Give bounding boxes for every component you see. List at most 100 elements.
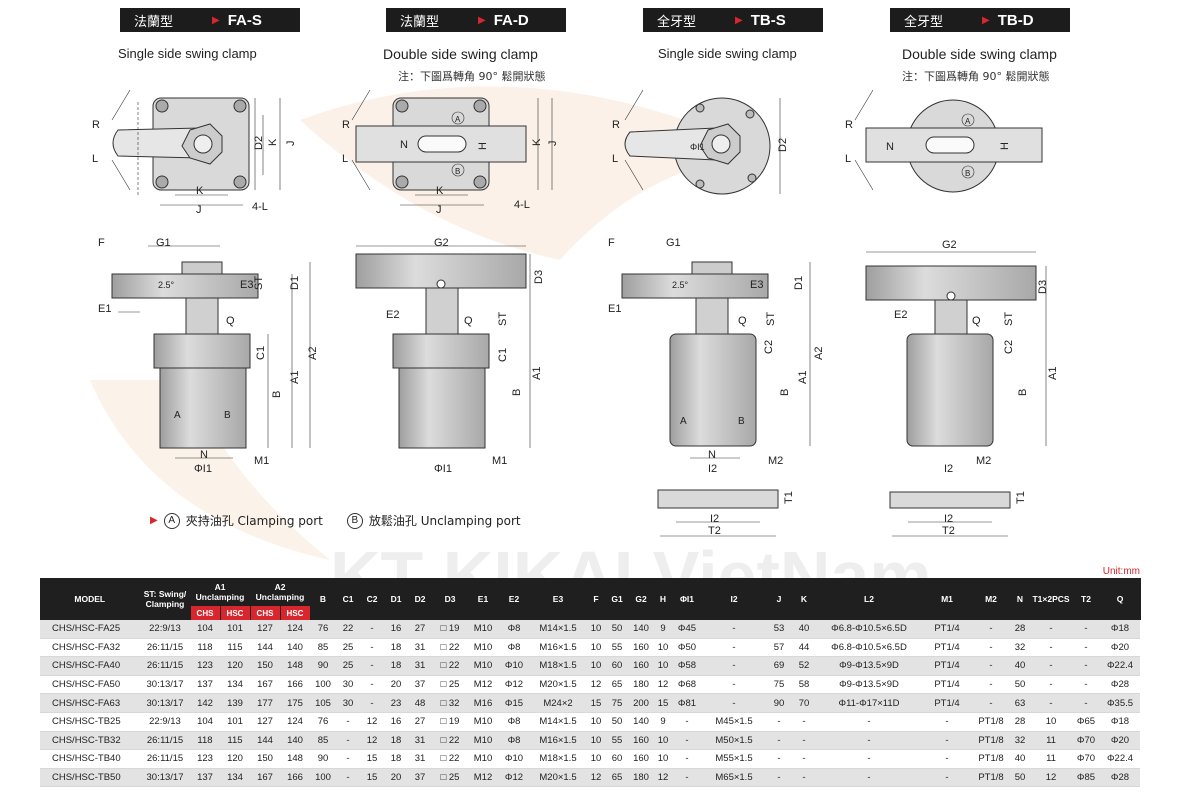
- table-cell: Φ18: [1100, 620, 1140, 639]
- clamping-port-mark: A: [163, 512, 180, 529]
- table-cell: 27: [408, 620, 432, 639]
- table-cell: Φ28: [1100, 675, 1140, 695]
- label-st: ST: [765, 312, 777, 326]
- table-cell: 12: [654, 768, 672, 788]
- table-cell: 140: [628, 712, 654, 732]
- table-cell: 123: [190, 749, 220, 769]
- column-header: D1: [384, 578, 409, 620]
- table-cell: □ 22: [432, 656, 468, 676]
- tb-s-side-view: [621, 261, 811, 537]
- table-cell: Φ10: [498, 749, 530, 769]
- table-cell: Φ45: [672, 620, 702, 639]
- table-cell: 58: [792, 675, 816, 695]
- table-cell: 104: [190, 620, 220, 639]
- table-cell: M10: [468, 656, 498, 676]
- table-cell: -: [922, 731, 972, 751]
- table-cell: 10: [586, 638, 606, 658]
- table-cell: 11: [1030, 749, 1072, 769]
- table-cell: Φ58: [672, 656, 702, 676]
- model-cell: CHS/HSC-TB50: [40, 768, 140, 788]
- label-b: B: [779, 389, 791, 396]
- section-type-cn: 法蘭型: [134, 14, 174, 30]
- table-cell: -: [336, 731, 360, 751]
- table-cell: 127: [250, 712, 280, 732]
- table-cell: 140: [628, 620, 654, 639]
- table-cell: 10: [654, 749, 672, 769]
- table-cell: Φ9-Φ13.5×9D: [816, 656, 922, 676]
- label-e2: E2: [894, 309, 907, 321]
- table-cell: 175: [280, 693, 310, 713]
- table-cell: 100: [310, 768, 336, 788]
- table-cell: M20×1.5: [530, 675, 586, 695]
- table-cell: 167: [250, 768, 280, 788]
- port-a-mark: A: [965, 117, 971, 126]
- table-cell: M14×1.5: [530, 620, 586, 639]
- table-cell: 16: [384, 620, 408, 639]
- table-cell: 166: [280, 768, 310, 788]
- port-a-mark: A: [174, 410, 181, 421]
- section-header-tb-d: 全牙型 ▶ TB-D: [890, 8, 1070, 32]
- table-cell: 160: [628, 656, 654, 676]
- table-cell: 26:11/15: [140, 638, 190, 658]
- table-cell: -: [972, 620, 1010, 639]
- table-cell: PT1/4: [922, 620, 972, 639]
- table-cell: -: [702, 620, 766, 639]
- column-header: H: [654, 578, 673, 620]
- table-cell: PT1/4: [922, 693, 972, 713]
- label-i2: I2: [944, 513, 953, 525]
- column-subheader: CHS: [250, 606, 281, 620]
- column-header: ΦI1: [672, 578, 703, 620]
- label-f: F: [98, 237, 105, 249]
- table-cell: 10: [586, 620, 606, 639]
- label-k: K: [196, 185, 204, 197]
- column-header: K: [792, 578, 817, 620]
- table-cell: 37: [408, 768, 432, 788]
- label-a2: A2: [307, 347, 319, 360]
- table-cell: □ 19: [432, 712, 468, 732]
- table-cell: 52: [792, 656, 816, 676]
- label-st: ST: [1003, 312, 1015, 326]
- table-cell: -: [922, 749, 972, 769]
- table-cell: M10: [468, 749, 498, 769]
- table-cell: 177: [250, 693, 280, 713]
- section-code: FA-S: [227, 11, 262, 29]
- table-cell: 31: [408, 656, 432, 676]
- table-cell: -: [336, 768, 360, 788]
- label-m2: M2: [768, 455, 783, 467]
- table-cell: -: [1030, 620, 1072, 639]
- table-cell: 160: [628, 638, 654, 658]
- table-cell: 76: [310, 712, 336, 732]
- label-t2: T2: [708, 525, 721, 537]
- clamping-port-label: 夾持油孔 Clamping port: [185, 514, 323, 528]
- label-h: H: [477, 142, 489, 150]
- label-t2: T2: [942, 525, 955, 537]
- model-cell: CHS/HSC-FA40: [40, 656, 140, 676]
- table-cell: Φ20: [1100, 731, 1140, 751]
- label-n: N: [400, 139, 408, 151]
- table-cell: -: [1030, 693, 1072, 713]
- table-cell: M18×1.5: [530, 656, 586, 676]
- table-cell: 150: [250, 749, 280, 769]
- table-cell: M16×1.5: [530, 638, 586, 658]
- table-cell: 60: [606, 656, 628, 676]
- table-cell: 60: [606, 749, 628, 769]
- port-b-mark: B: [455, 167, 460, 176]
- table-cell: 30: [336, 675, 360, 695]
- section-title-fa-s: Single side swing clamp: [118, 46, 257, 61]
- table-cell: 40: [792, 620, 816, 639]
- table-cell: 85: [310, 731, 336, 751]
- unclamping-port-mark: B: [346, 512, 363, 529]
- fa-s-side-view: [111, 245, 311, 459]
- port-a-mark: A: [680, 416, 687, 427]
- label-i1: ΦI1: [690, 142, 705, 152]
- label-l: L: [342, 153, 348, 165]
- table-cell: 50: [606, 712, 628, 732]
- section-code: TB-D: [997, 11, 1034, 29]
- table-cell: -: [1072, 638, 1100, 658]
- label-j: J: [436, 204, 442, 216]
- table-cell: Φ50: [672, 638, 702, 658]
- section-header-fa-s: 法蘭型 ▶ FA-S: [120, 8, 300, 32]
- table-cell: 12: [586, 768, 606, 788]
